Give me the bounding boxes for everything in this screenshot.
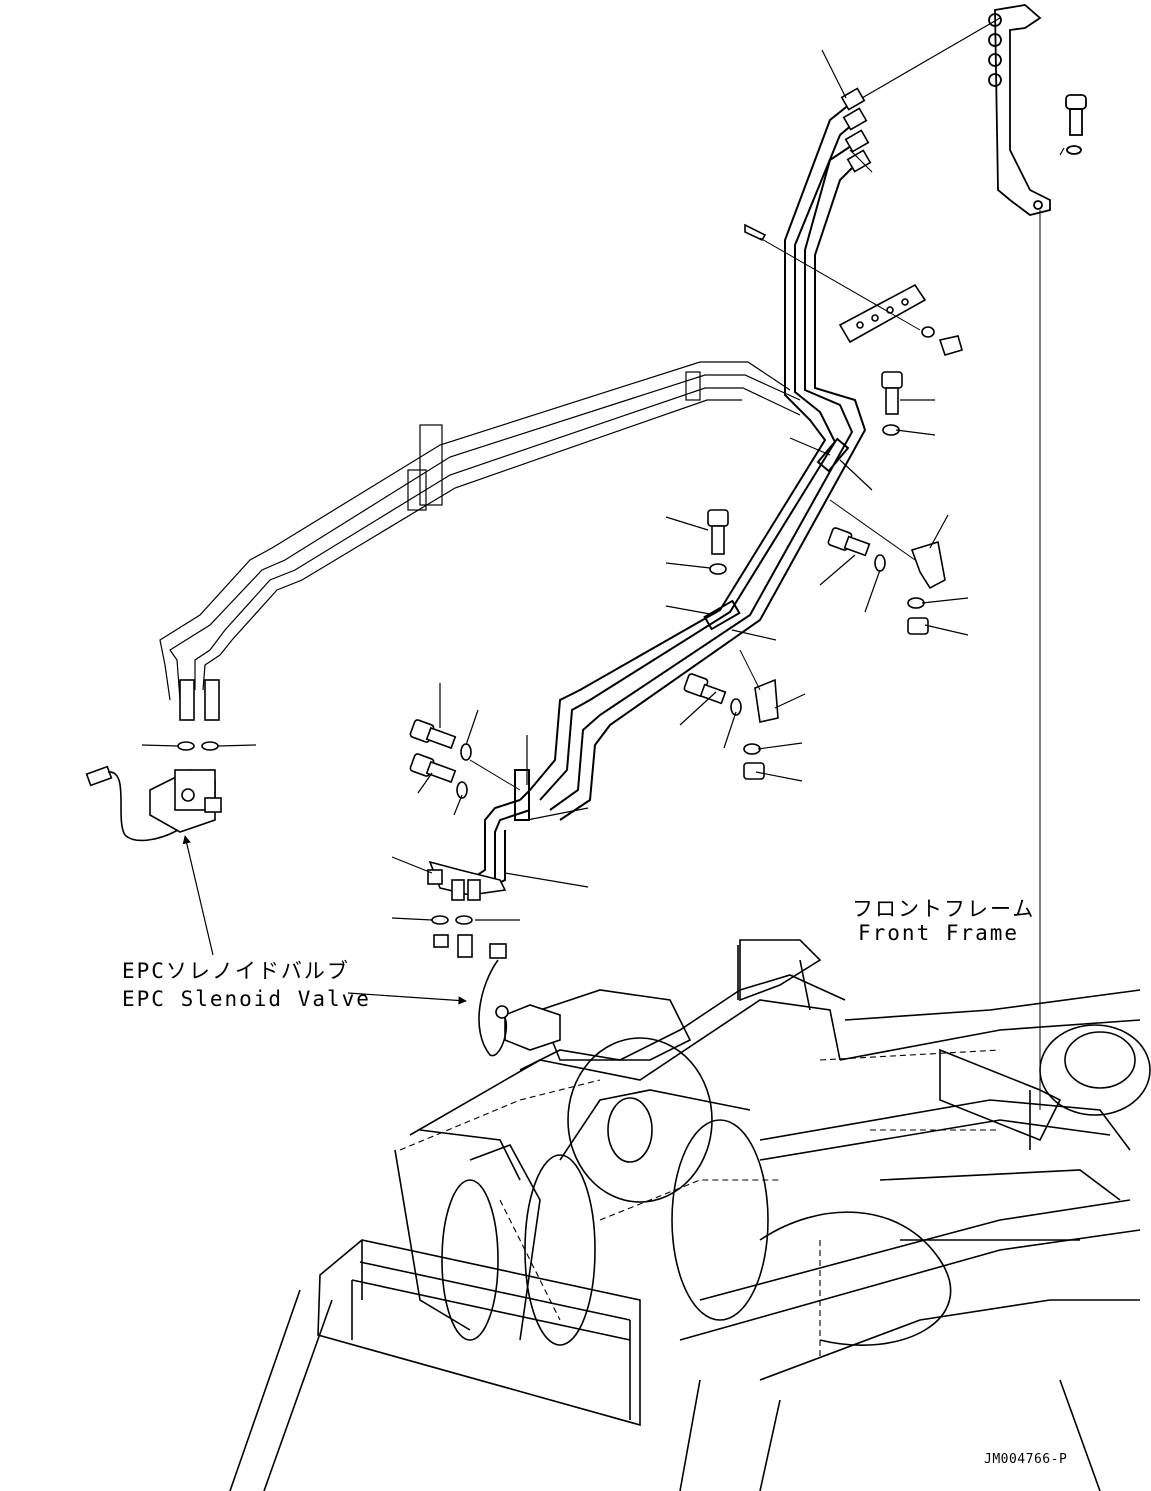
hardware-parts — [409, 371, 946, 799]
drawing-number: JM004766-P — [984, 1452, 1067, 1467]
epc-valve-label-en: EPC Slenoid Valve — [122, 987, 371, 1011]
top-right-bracket — [988, 4, 1087, 216]
top-fittings — [840, 87, 872, 173]
clamp-plate — [744, 223, 963, 356]
front-frame-body — [229, 939, 1151, 1491]
left-solenoid-valve — [85, 679, 222, 842]
front-frame-hidden-lines — [399, 1049, 1001, 1360]
main-pipe-assembly — [440, 99, 867, 891]
epc-valve-label-jp: EPCソレノイドバルブ — [122, 959, 350, 983]
leader-lines — [141, 17, 1065, 1005]
front-frame-label-jp: フロントフレーム — [852, 897, 1035, 921]
phantom-pipe-run — [159, 361, 801, 701]
lower-manifold — [427, 860, 561, 1057]
front-frame-label-en: Front Frame — [858, 921, 1019, 945]
